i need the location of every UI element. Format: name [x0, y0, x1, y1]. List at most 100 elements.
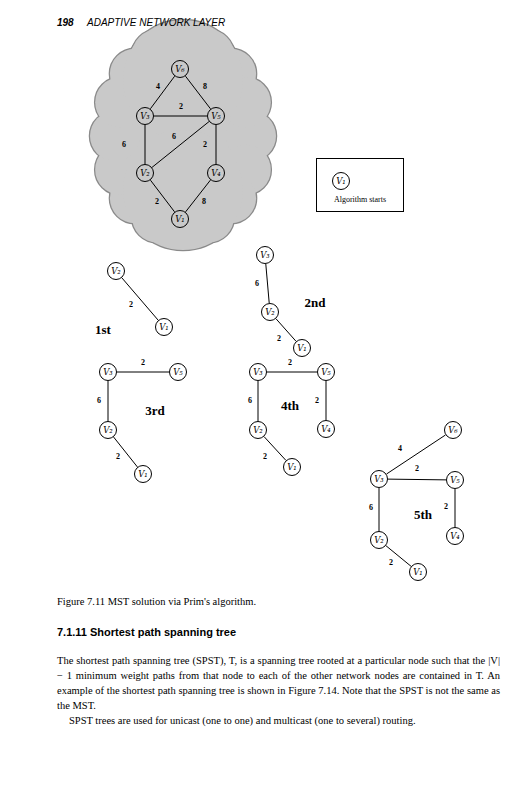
node-name: V₃ [103, 368, 113, 377]
graph-node: V₃ [249, 363, 267, 381]
graph-node: V₂ [370, 531, 388, 549]
node-name: V₁ [138, 470, 148, 479]
graph-node: V₅ [317, 363, 335, 381]
node-name: V₃ [253, 368, 263, 377]
graph-node: V₁ [332, 172, 350, 190]
node-name: V₄ [211, 169, 221, 178]
node-name: V₂ [374, 536, 384, 545]
weighted-link [150, 76, 174, 109]
node-name: V₂ [140, 169, 150, 178]
edge-weight: 2 [202, 141, 208, 149]
weighted-link [152, 122, 209, 168]
graph-node: V₁ [409, 563, 427, 581]
step-label: 3rd [145, 403, 165, 419]
edge-weight: 4 [397, 445, 403, 453]
graph-node: V₂ [107, 262, 125, 280]
weighted-link [326, 381, 327, 420]
edge-weight: 2 [314, 397, 320, 405]
edge-weight: 8 [202, 83, 208, 91]
edge-weight: 6 [254, 280, 260, 288]
graph-node: V₂ [99, 421, 117, 439]
node-name: V₂ [111, 267, 121, 276]
running-header: ADAPTIVE NETWORK LAYER [87, 17, 225, 28]
edge-weight: 6 [368, 504, 374, 512]
page-number: 198 [57, 17, 74, 28]
graph-node: V₄ [207, 164, 225, 182]
node-name: V₁ [159, 323, 169, 332]
edge-weight: 2 [443, 503, 449, 511]
node-name: V₄ [450, 532, 460, 541]
cloud-shape [90, 20, 276, 250]
weighted-link [150, 180, 174, 212]
node-name: V₄ [321, 425, 331, 434]
node-name: V₃ [140, 112, 150, 121]
graph-node: V₃ [136, 107, 154, 125]
edge-weight: 4 [155, 83, 161, 91]
node-name: V₃ [260, 251, 270, 260]
node-name: V₅ [321, 368, 331, 377]
section-heading: 7.1.11 Shortest path spanning tree [57, 626, 236, 638]
weighted-link [122, 278, 158, 320]
edge-weight: 2 [287, 359, 293, 367]
weighted-link [267, 372, 317, 373]
weighted-link [108, 381, 109, 421]
edge-weight: 8 [201, 198, 207, 206]
box-caption: Algorithm starts [317, 195, 403, 204]
graph-node: V₃ [256, 246, 274, 264]
weighted-link [154, 116, 207, 117]
graph-node: V₆ [444, 421, 462, 439]
step-label: 4th [281, 398, 299, 414]
graph-node: V₅ [169, 363, 187, 381]
step-label: 5th [414, 507, 432, 523]
weighted-link [387, 435, 446, 474]
weighted-link [388, 479, 446, 481]
node-name: V₂ [253, 426, 263, 435]
node-name: V₃ [374, 475, 384, 484]
node-name: V₁ [297, 344, 307, 353]
edge-weight: 2 [414, 465, 420, 473]
body-paragraph: SPST trees are used for unicast (one to … [57, 713, 500, 728]
graph-node: V₅ [446, 471, 464, 489]
graph-node: V₁ [134, 465, 152, 483]
graph-node: V₃ [370, 470, 388, 488]
step-label: 2nd [305, 295, 326, 311]
node-name: V₁ [336, 177, 346, 186]
weighted-link [258, 381, 259, 421]
edge-weight: 2 [115, 453, 121, 461]
weighted-link [386, 546, 411, 567]
legend-box: Algorithm starts V₁ [316, 158, 404, 212]
weighted-link [379, 488, 380, 531]
node-name: V₁ [175, 215, 185, 224]
edge-weight: 2 [276, 335, 282, 343]
edge-weight: 2 [140, 359, 146, 367]
node-name: V₂ [265, 308, 275, 317]
graph-node: V₁ [293, 339, 311, 357]
weighted-link [455, 489, 456, 527]
graph-node: V₅ [207, 107, 225, 125]
node-name: V₅ [211, 112, 221, 121]
weighted-link [266, 264, 269, 303]
node-name: V₅ [173, 368, 183, 377]
edge-weight: 2 [128, 301, 134, 309]
weighted-link [216, 125, 217, 164]
weighted-link [117, 372, 169, 373]
node-name: V₆ [175, 65, 185, 74]
weighted-link [185, 76, 210, 109]
node-name: V₁ [413, 568, 423, 577]
edge-weight: 2 [262, 453, 268, 461]
node-name: V₅ [450, 476, 460, 485]
edge-weight: 2 [178, 103, 184, 111]
edge-weight: 6 [96, 397, 102, 405]
graph-node: V₁ [171, 210, 189, 228]
node-name: V₁ [287, 463, 297, 472]
weighted-link [145, 125, 146, 164]
edge-weight: 2 [154, 198, 160, 206]
graph-node: V₃ [99, 363, 117, 381]
graph-node: V₂ [261, 303, 279, 321]
graph-node: V₁ [283, 458, 301, 476]
graph-node: V₆ [171, 60, 189, 78]
figure-caption: Figure 7.11 MST solution via Prim's algo… [57, 596, 256, 607]
weighted-link [114, 437, 138, 467]
graph-node: V₂ [249, 421, 267, 439]
weighted-link [186, 180, 211, 212]
